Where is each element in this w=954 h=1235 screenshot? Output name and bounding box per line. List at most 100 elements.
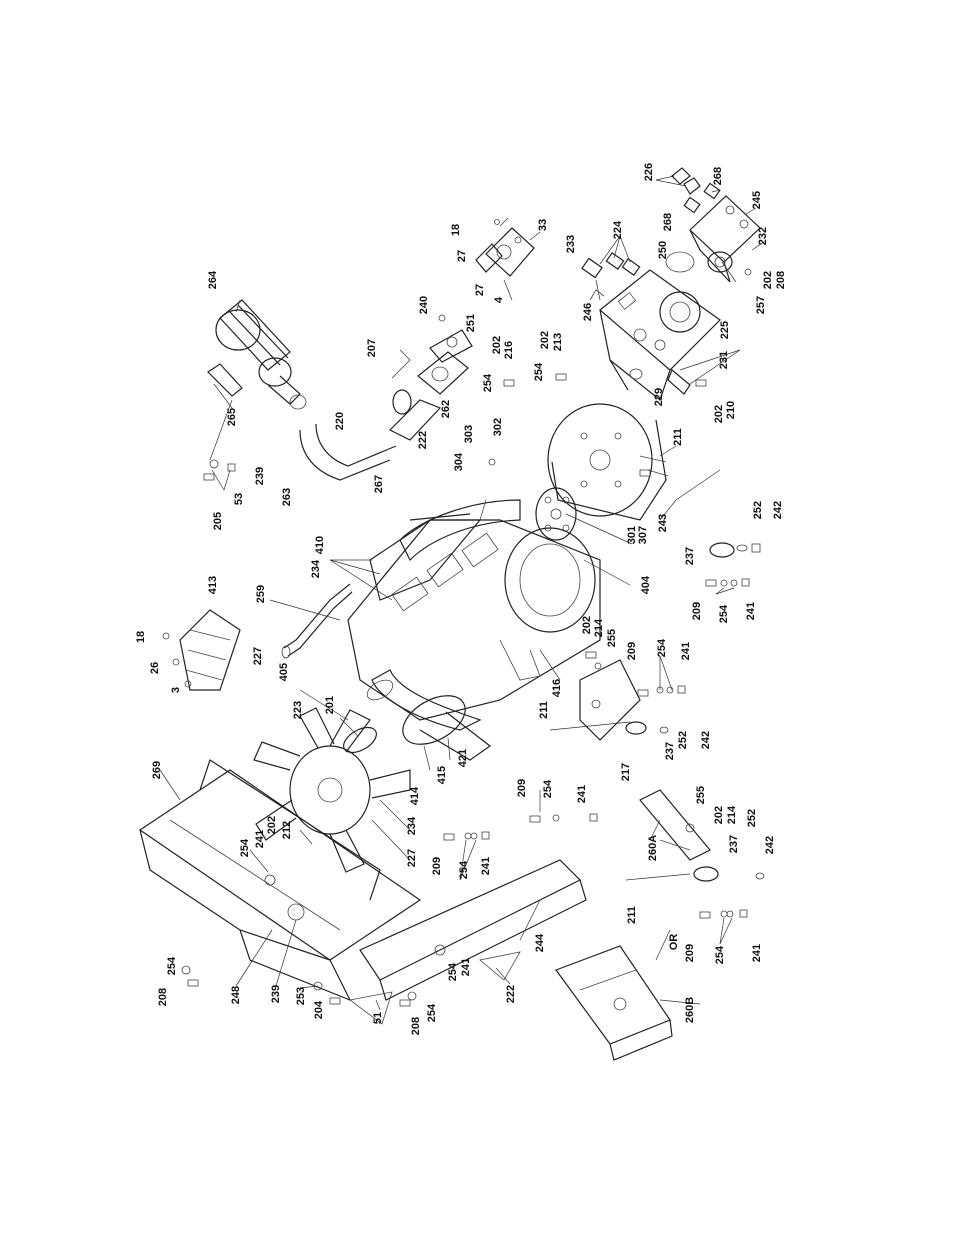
callout-label: 211 [672, 428, 684, 446]
callout-label: 202 [713, 806, 725, 824]
callout-label: 254 [656, 638, 668, 657]
callout-label: 225 [719, 321, 731, 339]
callout-label: 263 [281, 488, 293, 506]
hydraulic-pump-assembly [589, 269, 721, 402]
callout-label: 26 [149, 662, 161, 674]
callout-label: 416 [551, 679, 563, 697]
callout-label: 254 [718, 604, 730, 623]
callout-label: 254 [447, 962, 459, 981]
callout-label: 229 [653, 388, 665, 406]
callout-label: 241 [480, 857, 492, 875]
callout-label: 202 [762, 271, 774, 289]
callout-label: 223 [292, 701, 304, 719]
callout-label: 227 [252, 647, 264, 665]
flex-coupling [535, 487, 577, 541]
fuel-line-259 [281, 583, 353, 659]
callout-label: 209 [431, 857, 443, 875]
callout-label: 302 [492, 418, 504, 436]
callout-label: 264 [207, 270, 219, 289]
callout-label: 301 [626, 526, 638, 544]
radiator-shroud [138, 759, 422, 1002]
callout-label: 227 [406, 849, 418, 867]
callout-label: 233 [565, 235, 577, 253]
callout-label: 307 [637, 526, 649, 544]
callout-label: 3 [170, 687, 182, 693]
callout-label: 252 [677, 731, 689, 749]
callout-label: 241 [254, 830, 266, 848]
callout-label: 204 [313, 1000, 325, 1019]
cooling-fan [253, 707, 411, 873]
callout-label: OR [668, 934, 680, 951]
callout-label: 421 [457, 749, 469, 767]
callout-label: 254 [239, 838, 251, 857]
callout-label: 254 [426, 1003, 438, 1022]
callout-label: 214 [726, 805, 738, 824]
callout-label: 242 [764, 836, 776, 854]
callout-label: 254 [542, 779, 554, 798]
callout-label: 241 [680, 642, 692, 660]
callout-label: 242 [700, 731, 712, 749]
callout-label: 413 [207, 576, 219, 594]
callout-label: 254 [166, 956, 178, 975]
callout-label: 237 [728, 835, 740, 853]
mount-isolators [709, 542, 765, 880]
callout-label: 232 [757, 227, 769, 245]
callout-label: 246 [582, 303, 594, 321]
callout-label: 253 [295, 987, 307, 1005]
air-cleaner-assembly [207, 299, 307, 410]
callout-label: 202 [491, 336, 503, 354]
callout-label: 220 [334, 412, 346, 430]
callout-label: 248 [230, 986, 242, 1004]
callout-label: 217 [620, 763, 632, 781]
callout-label: 224 [612, 220, 624, 239]
callout-label: 213 [552, 333, 564, 351]
callout-label: 414 [409, 786, 421, 805]
callout-label: 404 [640, 575, 652, 594]
callout-label: 209 [516, 779, 528, 797]
callout-label: 250 [657, 241, 669, 259]
callout-label: 226 [643, 163, 655, 181]
callout-label: 208 [775, 271, 787, 289]
support-beam-244 [349, 859, 587, 1025]
fasteners [181, 373, 750, 1007]
callout-label: 252 [746, 809, 758, 827]
callout-label: 202 [581, 616, 593, 634]
callout-label: 265 [226, 408, 238, 426]
callout-label: 210 [725, 401, 737, 419]
callout-label: 18 [450, 224, 462, 236]
callout-label: 27 [456, 250, 468, 262]
callout-label: 303 [463, 425, 475, 443]
callout-label: 257 [755, 296, 767, 314]
callout-label: 241 [460, 958, 472, 976]
callout-label: 202 [539, 331, 551, 349]
callout-label: 268 [712, 167, 724, 185]
callout-label: 240 [418, 296, 430, 314]
leader-lines [159, 175, 765, 1011]
callout-label: 51 [372, 1012, 384, 1024]
callout-label: 254 [458, 860, 470, 879]
callout-label: 269 [151, 761, 163, 779]
callout-label: 254 [714, 945, 726, 964]
filter-bracket-33 [475, 217, 535, 301]
callout-label: 255 [695, 786, 707, 804]
callout-label: 208 [157, 988, 169, 1006]
callout-label: 4 [493, 296, 505, 303]
callout-label: 216 [503, 341, 515, 359]
callout-label: 209 [684, 944, 696, 962]
callout-label: 209 [626, 642, 638, 660]
callout-label: 212 [281, 821, 293, 839]
pump-fittings [581, 252, 641, 301]
callout-label: 231 [718, 351, 730, 369]
callout-label: 53 [233, 493, 245, 505]
callout-label: 405 [278, 663, 290, 681]
callout-label: 208 [410, 1017, 422, 1035]
mount-bracket-217 [549, 659, 669, 741]
callout-label: 262 [440, 400, 452, 418]
callout-label: 260A [647, 835, 659, 861]
callout-label: 237 [664, 742, 676, 760]
rocker-cover-413 [162, 609, 241, 691]
callout-label: 209 [691, 602, 703, 620]
